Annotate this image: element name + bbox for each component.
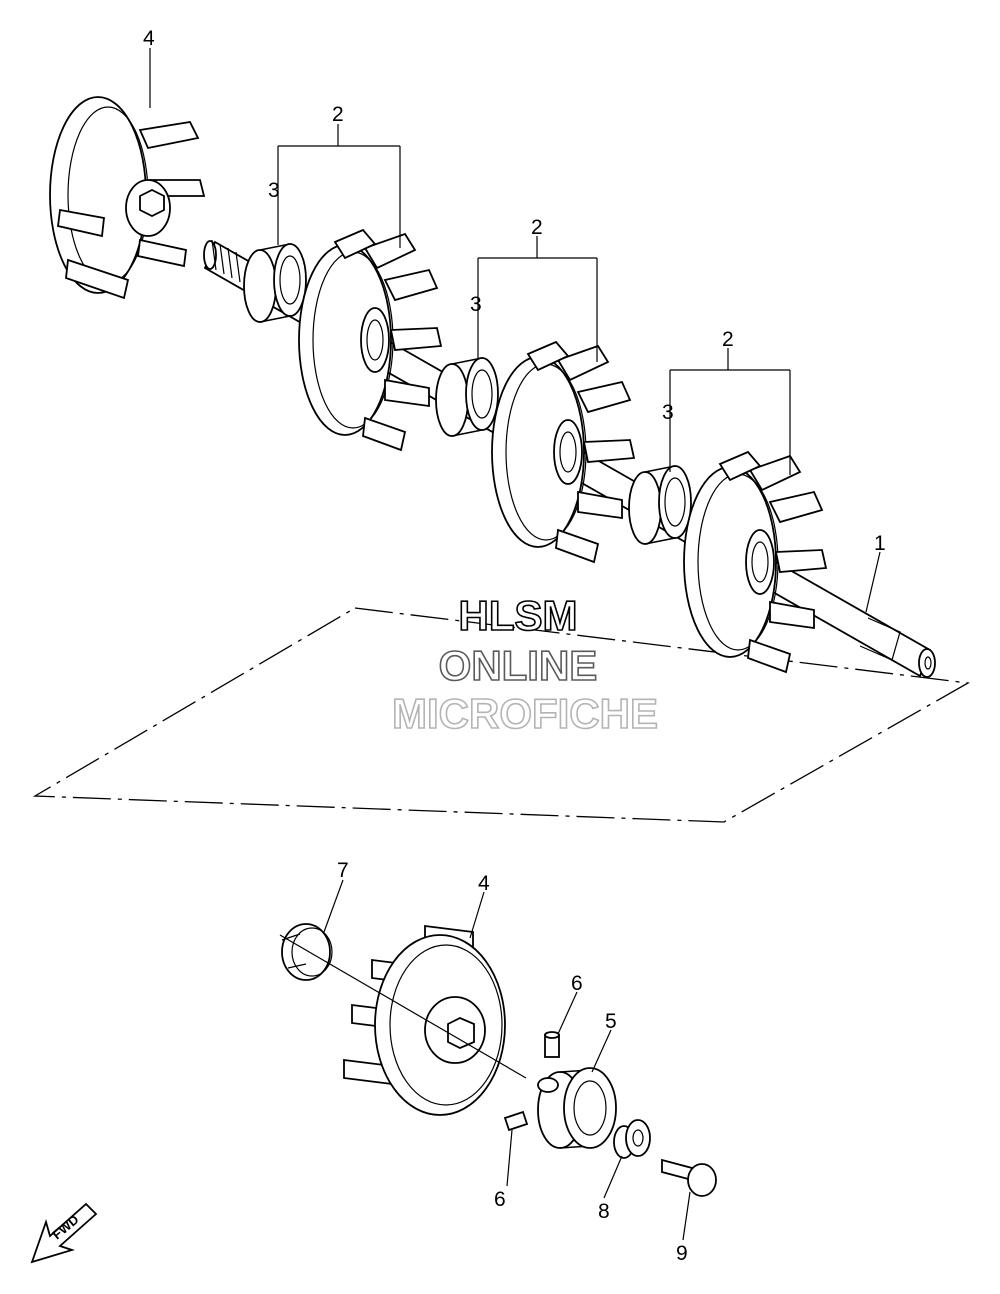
sprocket-wheel-2-a	[298, 229, 442, 451]
callout-9: 9	[676, 1242, 688, 1265]
callout-5: 5	[605, 1010, 617, 1033]
spacer-3-b	[435, 357, 499, 437]
callout-4-top: 4	[143, 27, 155, 50]
set-screw-upper	[544, 1031, 560, 1058]
watermark-line-2: ONLINE	[439, 642, 598, 689]
callout-4-bottom: 4	[478, 872, 490, 895]
callout-1: 1	[874, 532, 886, 555]
spacer-3-c	[628, 465, 692, 545]
callout-6-lower: 6	[494, 1188, 506, 1211]
bolt-part-9	[661, 1158, 717, 1197]
callout-2-c: 2	[722, 328, 734, 351]
callout-3-c: 3	[662, 401, 674, 424]
end-wheel-bottom	[343, 924, 506, 1116]
clip-part-7	[281, 923, 333, 981]
callout-3-b: 3	[470, 293, 482, 316]
callout-8: 8	[598, 1200, 610, 1223]
spacer-3-a	[243, 243, 307, 323]
collar-part-8	[613, 1119, 651, 1159]
callout-3-a: 3	[268, 179, 280, 202]
callout-2-a: 2	[332, 103, 344, 126]
leader-lines	[149, 48, 881, 1241]
callout-2-b: 2	[531, 216, 543, 239]
watermark-line-1: HLSM	[459, 592, 578, 639]
callout-7: 7	[337, 859, 349, 882]
sprocket-wheel-2-c	[683, 451, 827, 673]
fwd-arrow-icon: FWD	[30, 1202, 98, 1264]
callout-6-upper: 6	[571, 972, 583, 995]
bearing-part-5	[537, 1067, 617, 1149]
watermark-line-3: MICROFICHE	[392, 690, 658, 737]
watermark: HLSM ONLINE MICROFICHE	[391, 591, 659, 738]
sprocket-wheel-2-b	[491, 341, 635, 563]
end-wheel-top	[49, 96, 206, 300]
set-screw-lower	[503, 1110, 529, 1132]
